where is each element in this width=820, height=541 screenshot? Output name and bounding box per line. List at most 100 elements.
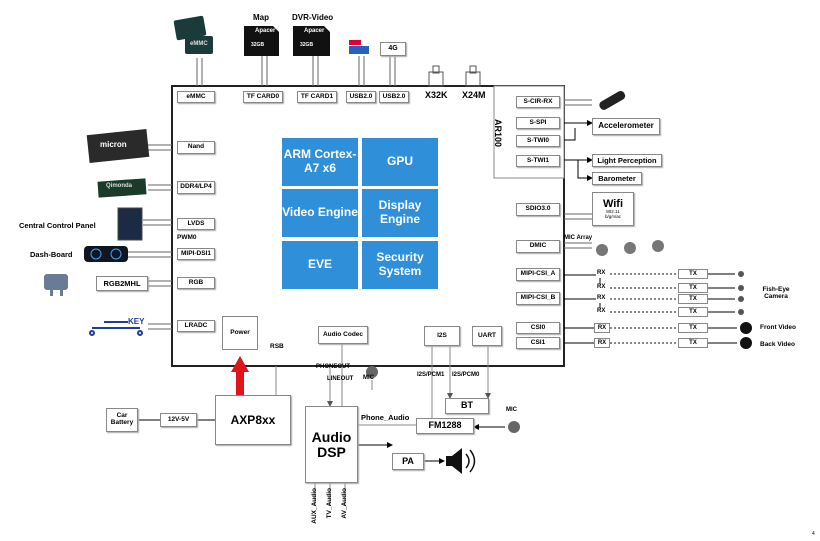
tx-box: TX bbox=[678, 269, 708, 279]
phone-audio-label: Phone_Audio bbox=[361, 413, 410, 422]
dash-board-label: Dash-Board bbox=[30, 250, 73, 259]
dvr-card-text: Apacer bbox=[304, 28, 325, 34]
port-mipi-csi-a: MIPI-CSI_A bbox=[516, 268, 560, 281]
headrest-screen-icon bbox=[44, 274, 68, 296]
rx-box: RX bbox=[594, 323, 610, 333]
port-uart: UART bbox=[472, 326, 502, 346]
core-display-engine: Display Engine bbox=[362, 189, 438, 237]
port-audio-codec: Audio Codec bbox=[318, 326, 368, 344]
i2s-pcm1-label: I2S/PCM1 bbox=[417, 372, 445, 378]
rx-box: RX bbox=[594, 338, 610, 348]
barometer-box: Barometer bbox=[592, 172, 642, 185]
audio-dsp-box: Audio DSP bbox=[305, 406, 358, 483]
back-video-label: Back Video bbox=[760, 341, 795, 348]
port-x24m: X24M bbox=[462, 90, 486, 100]
ir-remote-icon bbox=[599, 91, 626, 110]
light-perception-box: Light Perception bbox=[592, 154, 662, 167]
core-arm: ARM Cortex-A7 x6 bbox=[282, 138, 358, 186]
port-nand: Nand bbox=[177, 141, 215, 154]
aux-audio-label: AUX_Audio bbox=[311, 488, 318, 524]
port-pwm0: PWM0 bbox=[177, 234, 197, 241]
front-video-label: Front Video bbox=[760, 324, 796, 331]
core-security: Security System bbox=[362, 241, 438, 289]
core-video-engine: Video Engine bbox=[282, 189, 358, 237]
sd-card-dvr-icon bbox=[293, 26, 330, 56]
sd-card-map-icon bbox=[244, 26, 279, 56]
tx-box: TX bbox=[678, 307, 708, 317]
port-rgb: RGB bbox=[177, 277, 215, 289]
port-csi1: CSI1 bbox=[516, 337, 560, 349]
micron-chip-icon bbox=[86, 128, 150, 164]
lineout-label: LINEOUT bbox=[327, 376, 354, 382]
port-tf-card1: TF CARD1 bbox=[297, 91, 337, 103]
port-x32k: X32K bbox=[425, 90, 448, 100]
axp8xx-box: AXP8xx bbox=[215, 395, 291, 445]
central-control-panel-label: Central Control Panel bbox=[19, 221, 96, 230]
wifi-sub-label: 802.11 b/g/n/ac bbox=[604, 209, 621, 219]
micron-text: micron bbox=[100, 140, 127, 149]
tx-box: TX bbox=[678, 338, 708, 348]
port-ddr: DDR4/LP4 bbox=[177, 181, 215, 194]
port-mipi-dsi1: MIPI-DSI1 bbox=[177, 248, 215, 260]
mic-array-icon bbox=[596, 240, 664, 256]
ddr-chip-icon bbox=[97, 178, 147, 198]
map-card-text: Apacer bbox=[255, 28, 276, 34]
i2s-pcm0-label: I2S/PCM0 bbox=[452, 372, 480, 378]
audio-dsp-label: Audio DSP bbox=[311, 428, 352, 460]
dashboard-icon bbox=[84, 246, 128, 262]
port-tf-card0: TF CARD0 bbox=[243, 91, 283, 103]
accelerometer-box: Accelerometer bbox=[592, 118, 660, 135]
power-arrow bbox=[231, 356, 249, 395]
port-s-spi: S-SPI bbox=[516, 117, 560, 129]
mic2-label: MIC bbox=[506, 407, 517, 413]
tx-box: TX bbox=[678, 323, 708, 333]
tx-box: TX bbox=[678, 283, 708, 293]
crystal-24m-icon bbox=[465, 65, 481, 87]
port-lvds: LVDS bbox=[177, 218, 215, 230]
port-lradc: LRADC bbox=[177, 320, 215, 332]
camera-icons bbox=[738, 271, 752, 349]
qimonda-text: Qimonda bbox=[106, 183, 133, 189]
four-g-label: 4G bbox=[388, 45, 398, 53]
car-battery-box: Car Battery bbox=[106, 408, 138, 432]
port-rsb: RSB bbox=[270, 343, 284, 350]
rx-label: RX bbox=[597, 270, 606, 276]
control-panel-icon bbox=[117, 207, 143, 241]
rx-label: RX bbox=[597, 308, 606, 314]
page-number: 4 bbox=[812, 531, 815, 537]
port-power: Power bbox=[222, 316, 258, 350]
port-s-twi0: S-TWI0 bbox=[516, 135, 560, 147]
usb-flash-icon bbox=[349, 40, 369, 54]
fm1288-box: FM1288 bbox=[416, 418, 474, 434]
port-dmic: DMIC bbox=[516, 240, 560, 253]
wifi-box: Wifi 802.11 b/g/n/ac bbox=[592, 192, 634, 226]
tv-audio-label: TV_Audio bbox=[326, 488, 333, 519]
ar100-label: AR100 bbox=[493, 118, 504, 148]
key-icon bbox=[89, 321, 143, 336]
core-gpu: GPU bbox=[362, 138, 438, 186]
port-i2s: I2S bbox=[424, 326, 460, 346]
rx-label: RX bbox=[597, 295, 606, 301]
regulator-box: 12V-5V bbox=[160, 413, 197, 427]
port-s-twi1: S-TWI1 bbox=[516, 155, 560, 167]
speaker-icon bbox=[446, 448, 476, 474]
mic-icon bbox=[366, 366, 520, 433]
dvr-card-size: 32GB bbox=[300, 42, 314, 48]
av-audio-label: AV_Audio bbox=[341, 488, 348, 519]
rgb2mhl-box: RGB2MHL bbox=[96, 276, 148, 291]
tx-box: TX bbox=[678, 294, 708, 304]
port-usb0: USB2.0 bbox=[346, 91, 376, 103]
port-sdio: SDIO3.0 bbox=[516, 203, 560, 216]
port-s-cir-rx: S-CIR-RX bbox=[516, 96, 560, 108]
rgb2mhl-label: RGB2MHL bbox=[103, 278, 141, 288]
crystal-32k-icon bbox=[428, 65, 444, 87]
rx-label: RX bbox=[597, 284, 606, 290]
port-mipi-csi-b: MIPI-CSI_B bbox=[516, 292, 560, 305]
map-card-size: 32GB bbox=[251, 42, 265, 48]
dvr-label: DVR-Video bbox=[292, 13, 334, 22]
pa-box: PA bbox=[392, 453, 424, 470]
map-label: Map bbox=[253, 13, 269, 22]
bt-box: BT bbox=[445, 398, 489, 414]
port-emmc: eMMC bbox=[177, 91, 215, 103]
emmc-chip-icon bbox=[173, 15, 213, 54]
